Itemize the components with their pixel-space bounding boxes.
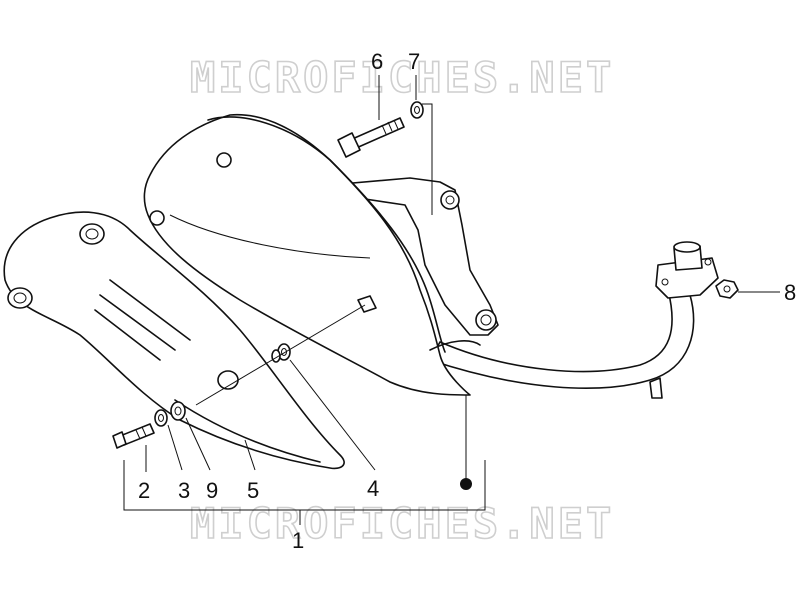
mounting-bracket bbox=[329, 177, 499, 336]
watermark-top: MICROFICHES.NET bbox=[190, 53, 614, 102]
exhaust-pipe bbox=[429, 241, 719, 399]
part-label-6: 6 bbox=[371, 49, 383, 74]
washer-7 bbox=[410, 101, 424, 119]
part-label-4: 4 bbox=[367, 476, 379, 501]
bolt-2 bbox=[112, 423, 155, 449]
heat-shield bbox=[3, 211, 345, 470]
washer-3 bbox=[154, 409, 168, 427]
part-label-3: 3 bbox=[178, 478, 190, 503]
muffler bbox=[143, 113, 481, 396]
part-label-7: 7 bbox=[408, 49, 420, 74]
part-label-2: 2 bbox=[138, 478, 150, 503]
nut-8 bbox=[715, 279, 739, 299]
part-label-1: 1 bbox=[292, 528, 304, 553]
part-label-5: 5 bbox=[247, 478, 259, 503]
bolt-6 bbox=[337, 117, 405, 158]
leader-lines bbox=[123, 75, 780, 525]
part-label-8: 8 bbox=[784, 280, 796, 305]
part-label-9: 9 bbox=[206, 478, 218, 503]
assembly-dot bbox=[460, 478, 472, 490]
watermark-bottom: MICROFICHES.NET bbox=[190, 499, 614, 548]
washer-9 bbox=[170, 401, 186, 421]
